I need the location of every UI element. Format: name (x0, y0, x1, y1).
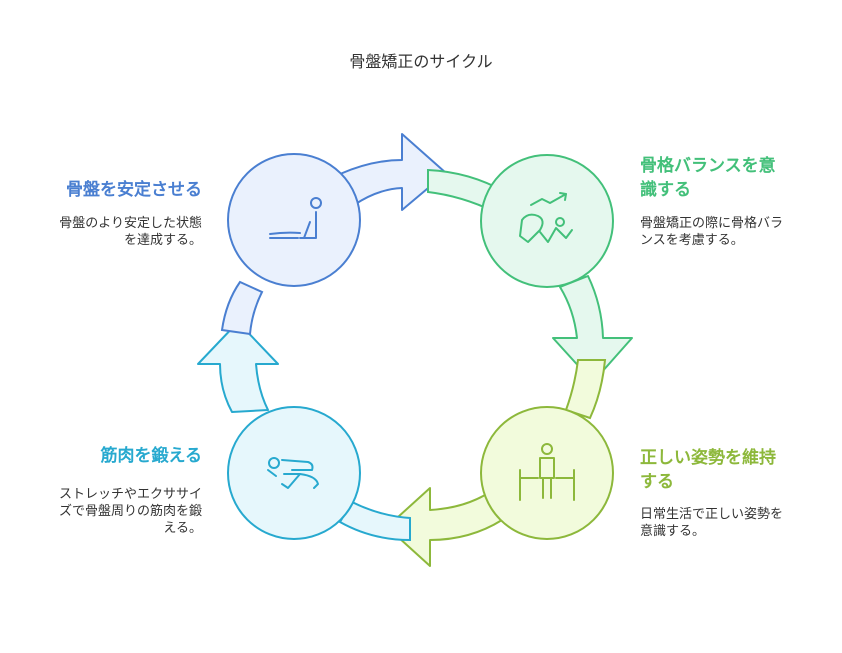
step-desc-line: ズで骨盤周りの筋肉を鍛 (58, 504, 202, 519)
step-title-line: 正しい姿勢を維持 (640, 448, 776, 468)
step-desc-posture: 日常生活で正しい姿勢を 意識する。 (640, 506, 825, 540)
step-title-stabilize: 骨盤を安定させる (20, 178, 202, 202)
step-title-posture: 正しい姿勢を維持 する (640, 446, 825, 494)
band-right-bottom (564, 359, 607, 420)
step-desc-line: える。 (163, 521, 202, 536)
step-desc-line: を達成する。 (123, 233, 202, 248)
step-circle-balance (480, 154, 614, 288)
person-plank-exercise-icon (267, 457, 319, 489)
step-circle-posture (480, 406, 614, 540)
person-standing-posture-icon (519, 443, 575, 501)
person-kneeling-stretch-icon (269, 197, 322, 239)
step-desc-line: 意識する。 (640, 524, 706, 539)
step-title-line: 骨格バランスを意 (640, 156, 776, 176)
balance-exercise-trend-icon (519, 192, 573, 243)
step-title-muscles: 筋肉を鍛える (20, 444, 203, 468)
step-desc-line: ンスを考慮する。 (640, 233, 744, 248)
step-desc-stabilize: 骨盤のより安定した状態 を達成する。 (20, 215, 202, 249)
step-desc-muscles: ストレッチやエクササイ ズで骨盤周りの筋肉を鍛 える。 (20, 486, 202, 537)
step-title-line: 骨盤を安定させる (66, 180, 202, 200)
step-desc-line: ストレッチやエクササイ (58, 487, 202, 502)
step-desc-balance: 骨盤矯正の際に骨格バラ ンスを考慮する。 (640, 215, 825, 249)
step-title-line: する (640, 472, 674, 492)
step-title-balance: 骨格バランスを意 識する (640, 154, 825, 202)
band-left-top (220, 280, 264, 336)
step-circle-stabilize (227, 153, 361, 287)
step-title-line: 筋肉を鍛える (100, 446, 203, 466)
page-title: 骨盤矯正のサイクル (349, 52, 493, 71)
arrow-posture-to-muscles (386, 487, 503, 567)
step-desc-line: 日常生活で正しい姿勢を (640, 507, 784, 522)
step-desc-line: 骨盤矯正の際に骨格バラ (640, 216, 784, 231)
step-desc-line: 骨盤のより安定した状態 (59, 216, 202, 231)
step-title-line: 識する (640, 180, 691, 200)
arrow-muscles-to-stabilize (197, 321, 279, 413)
